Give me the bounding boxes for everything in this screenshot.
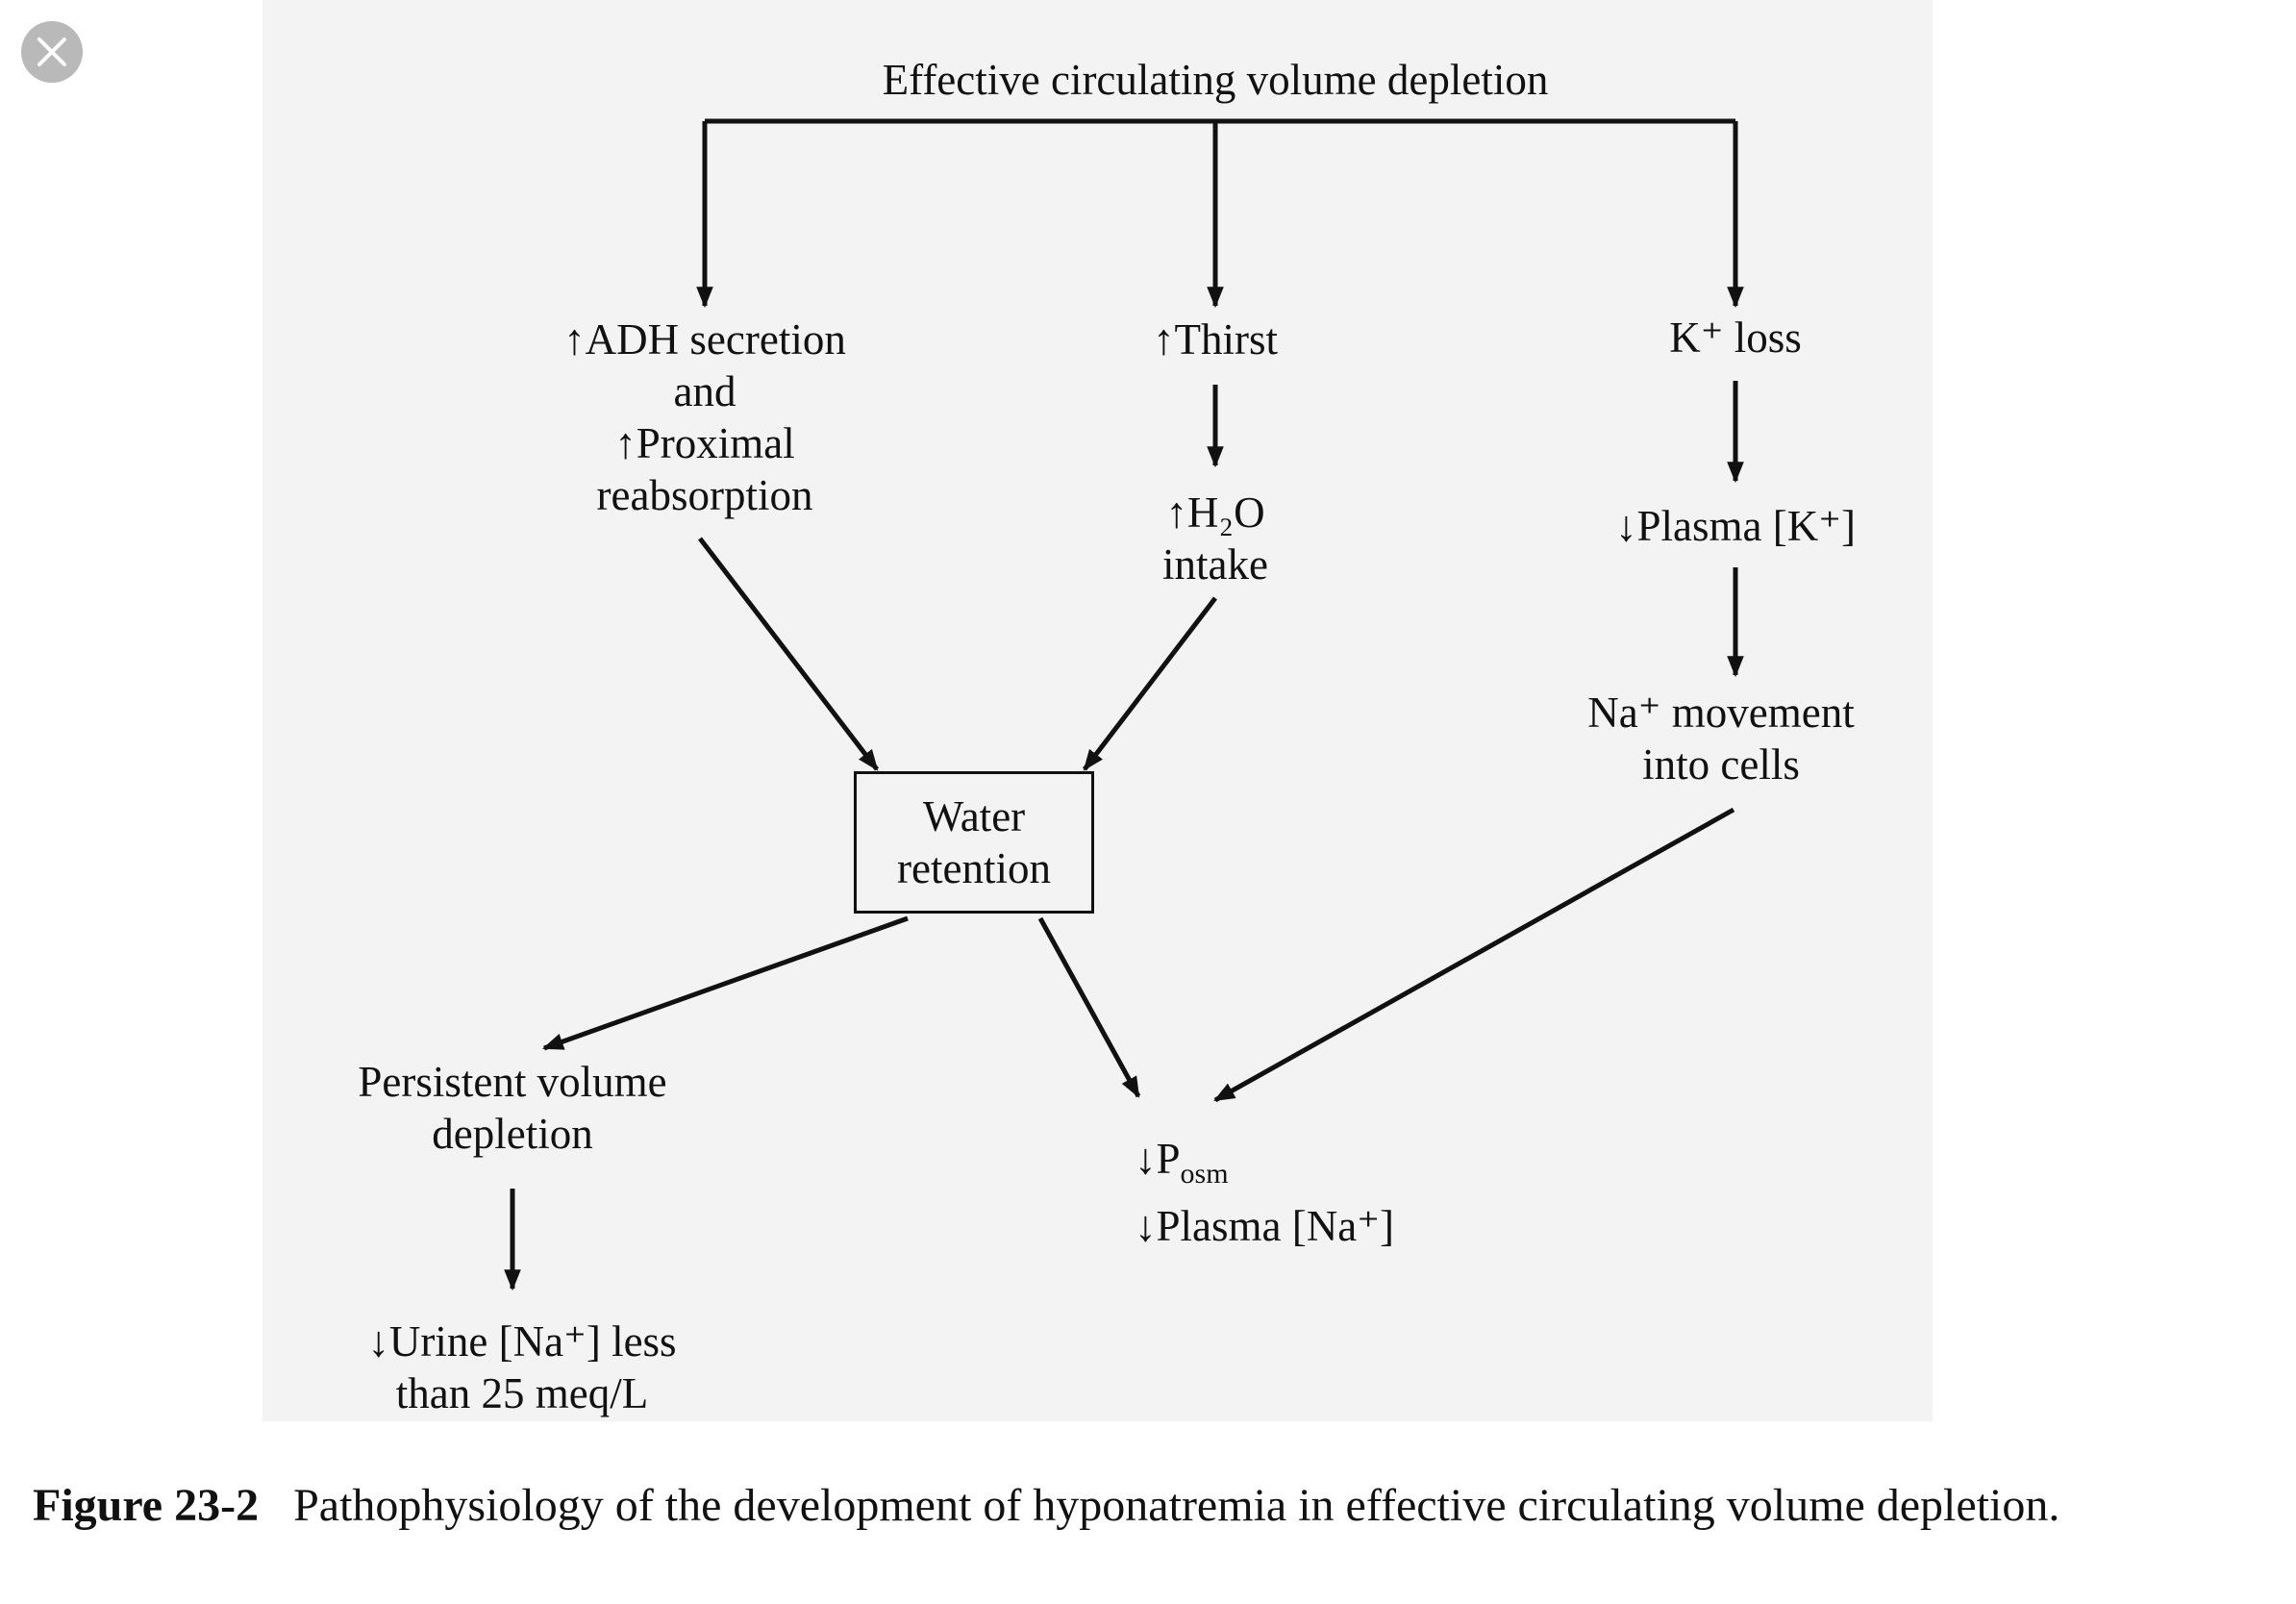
node-thirst: ↑Thirst <box>1071 313 1360 365</box>
node-h2o: ↑H₂O intake <box>1071 487 1360 590</box>
close-icon <box>37 38 66 66</box>
h2o-line-2: intake <box>1162 540 1268 589</box>
water-line-2: retention <box>897 844 1051 892</box>
na-move-line-1: Na⁺ movement <box>1587 689 1855 737</box>
arrow-water-posm <box>1037 916 1141 1098</box>
k-loss-label: K⁺ loss <box>1669 313 1802 362</box>
node-k-loss: K⁺ loss <box>1591 312 1880 363</box>
node-urine: ↓Urine [Na⁺] less than 25 meq/L <box>320 1316 724 1419</box>
node-na-movement: Na⁺ movement into cells <box>1529 687 1913 790</box>
posm-main: ↓P <box>1135 1135 1181 1183</box>
arrow-water-persistent <box>541 915 909 1051</box>
adh-line-2: and <box>673 367 736 415</box>
close-button[interactable] <box>21 21 83 83</box>
persistent-line-1: Persistent volume <box>358 1058 667 1106</box>
node-persistent: Persistent volume depletion <box>311 1056 714 1160</box>
posm-label: ↓Posm <box>1135 1133 1442 1200</box>
posm-subscript: osm <box>1180 1158 1229 1190</box>
caption-text: Pathophysiology of the development of hy… <box>293 1480 2060 1531</box>
node-posm: ↓Posm ↓Plasma [Na⁺] <box>1135 1133 1442 1252</box>
urine-line-1: ↓Urine [Na⁺] less <box>367 1317 677 1366</box>
arrow-na-move-posm <box>1213 807 1735 1103</box>
plasma-k-label: ↓Plasma [K⁺] <box>1615 502 1856 550</box>
arrow-h2o-water <box>1083 596 1217 771</box>
thirst-label: ↑Thirst <box>1153 315 1278 363</box>
adh-line-1: ↑ADH secretion <box>563 315 846 363</box>
adh-line-4: reabsorption <box>596 471 813 519</box>
node-plasma-k: ↓Plasma [K⁺] <box>1558 500 1913 552</box>
node-adh: ↑ADH secretion and ↑Proximal reabsorptio… <box>503 313 907 521</box>
h2o-line-1: ↑H₂O <box>1165 489 1265 537</box>
arrow-adh-water <box>698 537 879 771</box>
top-label: Effective circulating volume depletion <box>882 56 1549 104</box>
adh-line-3: ↑Proximal <box>614 419 795 467</box>
persistent-line-2: depletion <box>432 1110 593 1158</box>
figure-caption: Figure 23-2 Pathophysiology of the develo… <box>33 1473 2279 1539</box>
water-line-1: Water <box>922 792 1026 840</box>
urine-line-2: than 25 meq/L <box>395 1369 649 1417</box>
water-retention-box: Water retention <box>854 771 1094 914</box>
node-top: Effective circulating volume depletion <box>783 54 1648 106</box>
plasma-na-label: ↓Plasma [Na⁺] <box>1135 1202 1394 1250</box>
figure-scan <box>262 0 1933 1421</box>
caption-label: Figure 23-2 <box>33 1480 260 1531</box>
na-move-line-2: into cells <box>1642 740 1800 789</box>
